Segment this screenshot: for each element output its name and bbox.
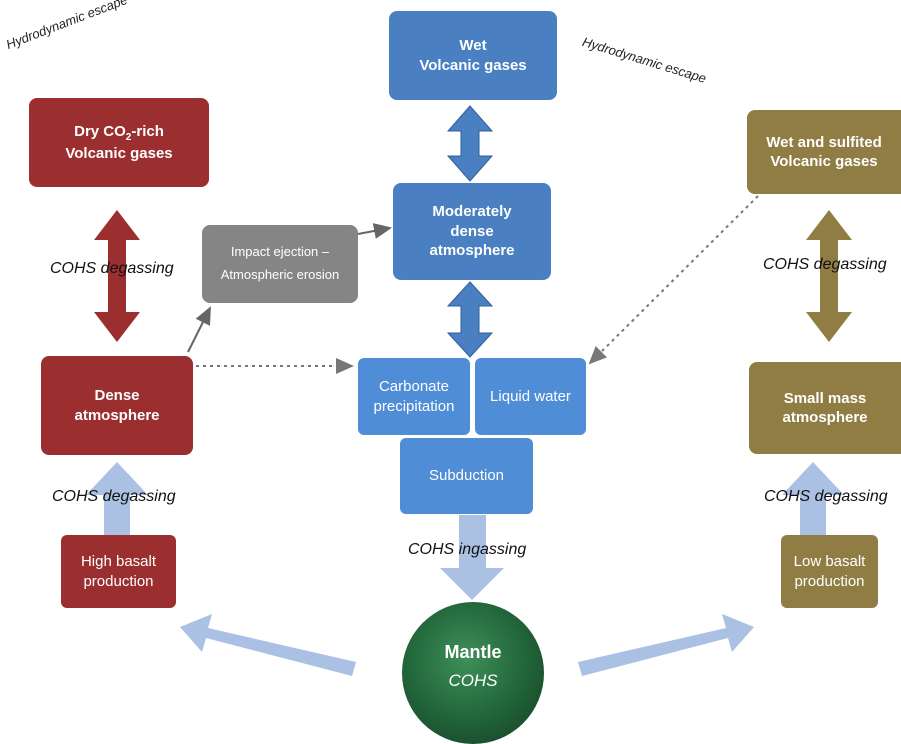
arrow-impact-to-moderate — [357, 223, 392, 239]
dry-co2-line-2: Volcanic gases — [65, 144, 173, 162]
mantle-cohs-label: COHS — [448, 670, 498, 690]
dense-line-2: atmosphere — [74, 406, 160, 424]
pale-diagonal-arrow-left — [180, 614, 356, 676]
wet-sulfited-line-2: Volcanic gases — [770, 153, 878, 170]
dotted-arrow-sulfited-to-water — [588, 195, 759, 365]
cohs-degassing-label-left-bottom: COHS degassing — [52, 488, 176, 505]
moderately-dense-atmosphere-box: Moderately dense atmosphere — [393, 183, 551, 280]
carbonate-line-1: Carbonate — [378, 378, 450, 395]
high-basalt-production-box: High basalt production — [61, 535, 176, 608]
low-basalt-production-box: Low basalt production — [781, 535, 878, 608]
small-mass-atmosphere-box: Small mass atmosphere — [749, 362, 901, 454]
cohs-degassing-label-right-top: COHS degassing — [763, 256, 887, 273]
olive-double-arrow — [806, 210, 852, 342]
impact-ejection-box: Impact ejection – Atmospheric erosion — [202, 225, 358, 303]
red-double-arrow — [94, 210, 140, 342]
dense-line-1: Dense — [94, 387, 140, 404]
wet-volcanic-gases-box: Wet Volcanic gases — [389, 11, 557, 100]
high-basalt-line-1: High basalt — [80, 553, 157, 570]
cohs-degassing-label-right-bottom: COHS degassing — [764, 488, 888, 505]
impact-line-2: Atmospheric erosion — [220, 267, 340, 282]
mantle-circle: Mantle COHS — [402, 602, 544, 744]
wet-volcanic-line-1: Wet — [459, 37, 487, 54]
moderately-line-1: Moderately — [432, 203, 512, 221]
liquid-water-box: Liquid water — [475, 358, 586, 435]
cohs-degassing-label-left-top: COHS degassing — [50, 260, 174, 277]
pale-diagonal-arrow-right — [578, 614, 754, 676]
small-mass-line-1: Small mass — [783, 389, 867, 407]
arrow-dense-to-impact — [187, 306, 211, 353]
low-basalt-line-1: Low basalt — [793, 553, 866, 570]
dense-atmosphere-box: Dense atmosphere — [41, 356, 193, 455]
moderately-line-2: dense — [450, 222, 494, 240]
blue-double-arrow-bottom — [446, 281, 494, 358]
wet-sulfited-line-1: Wet and sulfited — [766, 133, 882, 151]
moderately-line-3: atmosphere — [429, 242, 515, 260]
pale-down-arrow-center — [440, 515, 504, 600]
mantle-label: Mantle — [444, 641, 502, 662]
carbonate-line-2: precipitation — [373, 397, 455, 415]
blue-double-arrow-top — [446, 105, 494, 182]
wet-sulfited-volcanic-gases-box: Wet and sulfited Volcanic gases — [747, 110, 901, 194]
cohs-ingassing-label: COHS ingassing — [408, 541, 527, 558]
low-basalt-line-2: production — [794, 572, 865, 590]
carbonate-precipitation-box: Carbonate precipitation — [358, 358, 470, 435]
high-basalt-line-2: production — [83, 572, 154, 590]
pale-up-arrow-left — [86, 462, 148, 535]
dry-co2-volcanic-gases-box: Dry CO2-rich Volcanic gases — [29, 98, 209, 187]
small-mass-line-2: atmosphere — [782, 409, 868, 426]
wet-volcanic-line-2: Volcanic gases — [419, 56, 527, 74]
liquid-water-label: Liquid water — [490, 387, 571, 405]
pale-up-arrow-right — [782, 462, 844, 535]
subduction-label: Subduction — [428, 467, 505, 485]
subduction-box: Subduction — [400, 438, 533, 514]
impact-line-1: Impact ejection – — [230, 244, 330, 260]
dry-co2-line-1: Dry CO2-rich — [74, 122, 164, 143]
